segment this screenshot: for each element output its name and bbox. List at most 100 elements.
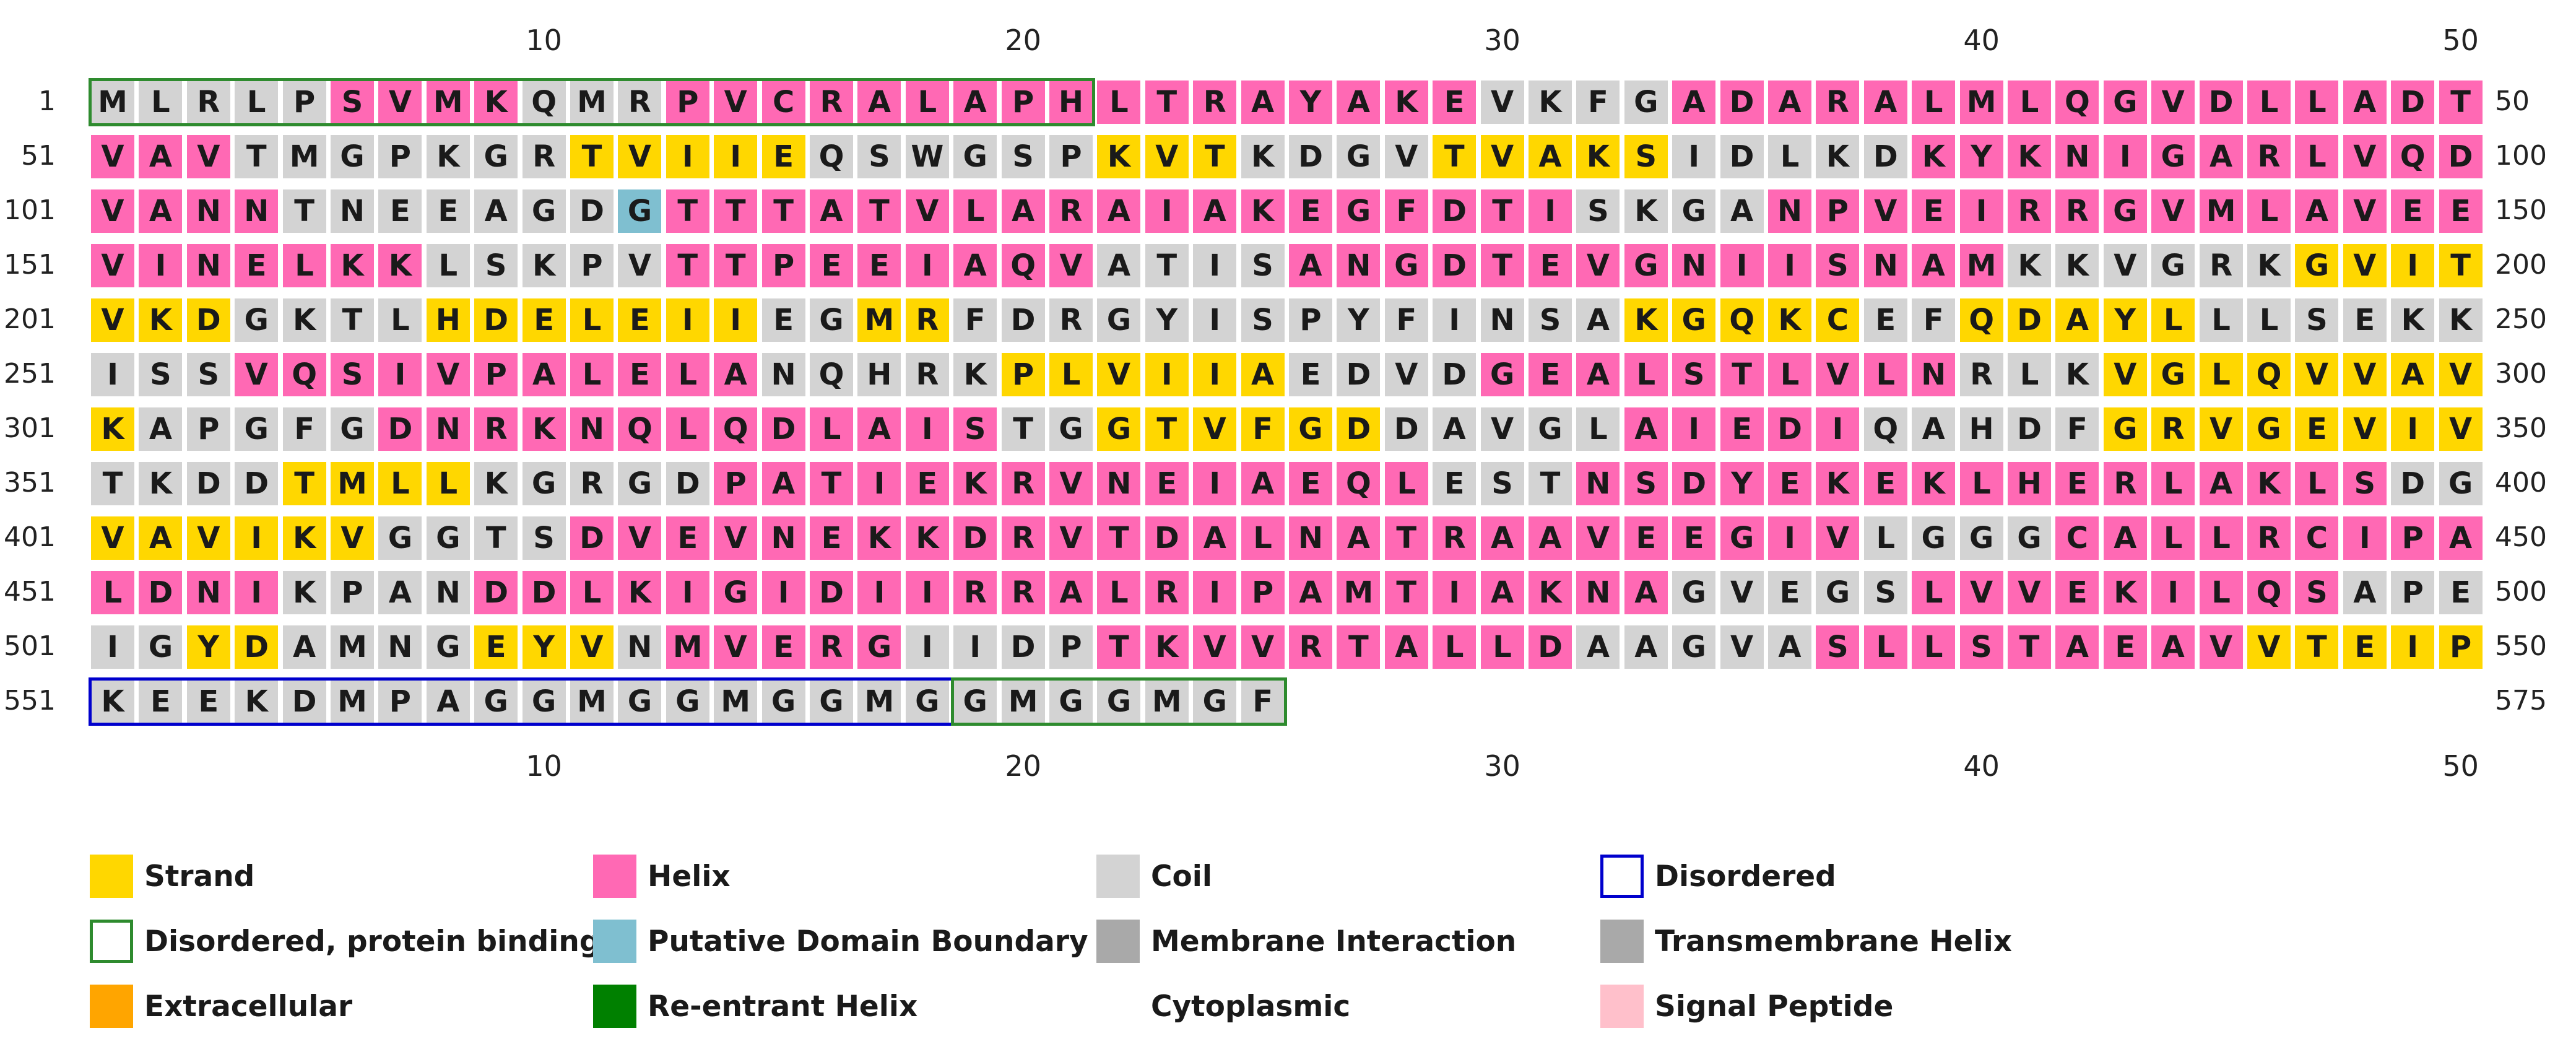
residue-cell: K (952, 352, 999, 398)
residue-cell: V (90, 134, 136, 180)
residue-cell: D (569, 515, 615, 561)
residue-cell: V (2437, 406, 2484, 452)
residue-cell: L (952, 188, 999, 234)
residue-cell: N (1096, 461, 1142, 507)
residue-cell: K (521, 243, 567, 289)
residue-cell: I (856, 461, 903, 507)
residue-cell: V (1479, 79, 1525, 125)
residue-cell: D (809, 570, 854, 616)
residue-cell: V (185, 134, 232, 180)
position-tick-label: 10 (526, 24, 562, 57)
residue-cell: K (1239, 134, 1286, 180)
residue-cell: T (809, 461, 854, 507)
residue-cell: A (473, 188, 519, 234)
residue-cell: L (2294, 79, 2340, 125)
legend-label: Cytoplasmic (1151, 989, 1351, 1024)
residue-cell: A (1000, 188, 1046, 234)
residue-cell: L (1767, 134, 1813, 180)
residue-cell: V (1958, 570, 2005, 616)
residue-cell: H (425, 297, 471, 343)
residue-cell: S (1623, 461, 1669, 507)
residue-cell: I (1192, 570, 1238, 616)
residue-cell: M (1958, 243, 2005, 289)
residue-cell: I (904, 243, 950, 289)
residue-cell: A (2341, 79, 2388, 125)
residue-cell: K (1815, 461, 1861, 507)
row-start-label: 151 (4, 249, 56, 281)
residue-cell: G (809, 679, 854, 725)
residue-cell: V (1479, 406, 1525, 452)
row-end-label: 50 (2495, 85, 2530, 117)
residue-cell: K (329, 243, 375, 289)
residue-cell: P (185, 406, 232, 452)
residue-cell: T (1143, 79, 1190, 125)
residue-cell: R (809, 624, 854, 670)
position-tick-label: 20 (1005, 24, 1041, 57)
residue-cell: M (1143, 679, 1190, 725)
residue-cell: A (1862, 79, 1909, 125)
residue-cell: L (1767, 352, 1813, 398)
residue-cell: A (1239, 79, 1286, 125)
residue-cell: S (1575, 188, 1621, 234)
residue-cell: R (569, 461, 615, 507)
residue-cell: D (473, 297, 519, 343)
residue-cell: G (2150, 243, 2197, 289)
residue-cell: E (137, 679, 184, 725)
residue-cell: K (1910, 461, 1957, 507)
residue-cell: A (1575, 352, 1621, 398)
residue-cell: V (1192, 624, 1238, 670)
legend-item: Coil (1096, 851, 1212, 901)
residue-cell: I (2390, 624, 2436, 670)
residue-cell: E (1767, 570, 1813, 616)
residue-cell: G (1335, 188, 1382, 234)
residue-cell: A (1335, 515, 1382, 561)
residue-cell: Q (1335, 461, 1382, 507)
row-start-label: 351 (4, 467, 56, 498)
residue-cell: R (1431, 515, 1478, 561)
residue-cell: L (1479, 624, 1525, 670)
residue-cell: T (2006, 624, 2052, 670)
residue-cell: E (760, 624, 807, 670)
residue-cell: L (569, 570, 615, 616)
residue-cell: G (425, 624, 471, 670)
residue-cell: A (1623, 406, 1669, 452)
residue-cell: E (1862, 297, 1909, 343)
residue-cell: L (1623, 352, 1669, 398)
residue-cell: K (2246, 243, 2292, 289)
residue-cell: Q (2054, 79, 2101, 125)
legend-swatch (1096, 920, 1140, 963)
residue-cell: Y (185, 624, 232, 670)
residue-cell: D (1431, 352, 1478, 398)
residue-cell: S (1239, 297, 1286, 343)
residue-cell: E (2102, 624, 2148, 670)
residue-cell: I (1143, 352, 1190, 398)
residue-cell: H (2006, 461, 2052, 507)
residue-cell: K (2006, 134, 2052, 180)
residue-cell: G (1048, 679, 1094, 725)
residue-cell: I (1767, 515, 1813, 561)
legend-swatch (1600, 920, 1644, 963)
residue-cell: H (856, 352, 903, 398)
residue-cell: R (952, 570, 999, 616)
residue-cell: V (2437, 352, 2484, 398)
residue-cell: T (1192, 134, 1238, 180)
residue-cell: E (521, 297, 567, 343)
residue-cell: V (1479, 134, 1525, 180)
legend-swatch (593, 855, 636, 898)
residue-cell: L (1239, 515, 1286, 561)
residue-cell: K (904, 515, 950, 561)
residue-cell: R (521, 134, 567, 180)
residue-cell: F (1383, 188, 1429, 234)
residue-cell: M (1335, 570, 1382, 616)
residue-cell: V (1096, 352, 1142, 398)
residue-cell: H (1048, 79, 1094, 125)
residue-cell: F (281, 406, 327, 452)
residue-cell: D (664, 461, 711, 507)
residue-cell: A (1623, 570, 1669, 616)
position-tick-label: 30 (1484, 24, 1520, 57)
residue-cell: P (1288, 297, 1334, 343)
residue-cell: L (2006, 352, 2052, 398)
residue-cell: N (617, 624, 663, 670)
residue-cell: I (1431, 570, 1478, 616)
residue-cell: A (1910, 406, 1957, 452)
